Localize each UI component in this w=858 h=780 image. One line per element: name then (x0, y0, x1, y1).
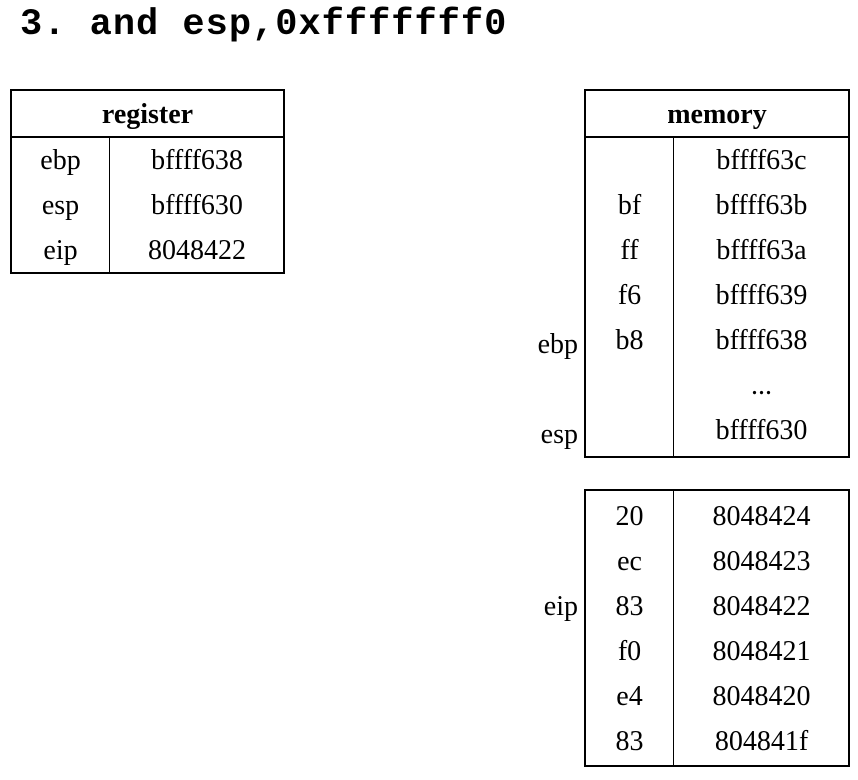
memory-address: bffff63b (715, 190, 808, 221)
register-value: bffff630 (151, 190, 243, 221)
memory-table-header: memory (586, 91, 848, 138)
register-name: esp (41, 190, 80, 221)
memory-address: 8048422 (712, 591, 811, 622)
memory-byte: ec (617, 546, 642, 577)
memory-byte: 20 (615, 501, 644, 532)
memory-row: bffff630 (586, 408, 848, 453)
register-column-divider (109, 138, 110, 272)
register-row-esp: esp bffff630 (12, 183, 283, 228)
memory-code-table: 20 8048424 ec 8048423 83 8048422 f0 8048… (584, 489, 850, 767)
register-value: 8048422 (148, 235, 246, 266)
memory-row: f6 bffff639 (586, 273, 848, 318)
register-table: register ebp bffff638 esp bffff630 eip 8… (10, 89, 285, 274)
memory-column-divider (673, 138, 674, 456)
register-table-header: register (12, 91, 283, 138)
memory-row: ec 8048423 (586, 539, 848, 584)
memory-byte: b8 (615, 325, 644, 356)
memory-row: b8 bffff638 (586, 318, 848, 363)
memory-row: 83 8048422 (586, 584, 848, 629)
memory-address: 8048420 (712, 681, 811, 712)
memory-ellipsis: ... (751, 370, 772, 401)
memory-row: f0 8048421 (586, 629, 848, 674)
memory-byte: e4 (616, 681, 643, 712)
memory-stack-table: memory bffff63c bf bffff63b ff bffff63a … (584, 89, 850, 458)
memory-row: ff bffff63a (586, 228, 848, 273)
memory-address: bffff639 (715, 280, 808, 311)
memory-address: bffff63c (716, 145, 807, 176)
memory-byte: 83 (615, 726, 644, 757)
memory-address: bffff638 (715, 325, 808, 356)
register-row-ebp: ebp bffff638 (12, 138, 283, 183)
register-table-body: ebp bffff638 esp bffff630 eip 8048422 (12, 138, 283, 272)
memory-row: bf bffff63b (586, 183, 848, 228)
memory-byte: f6 (617, 280, 642, 311)
memory-row: 20 8048424 (586, 494, 848, 539)
eip-pointer-label: eip (543, 591, 578, 622)
memory-address: 8048424 (712, 501, 811, 532)
register-name: eip (43, 235, 78, 266)
register-value: bffff638 (151, 145, 243, 176)
register-name: ebp (40, 145, 81, 176)
esp-pointer-label: esp (540, 419, 578, 450)
register-row-eip: eip 8048422 (12, 228, 283, 273)
memory-byte: f0 (617, 636, 642, 667)
memory-byte: ff (620, 235, 639, 266)
memory-row: 83 804841f (586, 719, 848, 764)
memory-address: bffff630 (715, 415, 808, 446)
ebp-pointer-label: ebp (537, 329, 578, 360)
memory-byte: 83 (615, 591, 644, 622)
memory-byte: bf (617, 190, 642, 221)
memory-address: bffff63a (716, 235, 807, 266)
memory-row: e4 8048420 (586, 674, 848, 719)
memory-address: 8048421 (712, 636, 811, 667)
memory-row: ... (586, 363, 848, 408)
memory-address: 804841f (714, 726, 809, 757)
memory-row: bffff63c (586, 138, 848, 183)
page-title: 3. and esp,0xfffffff0 (20, 4, 508, 46)
memory-address: 8048423 (712, 546, 811, 577)
memory-column-divider (673, 491, 674, 765)
